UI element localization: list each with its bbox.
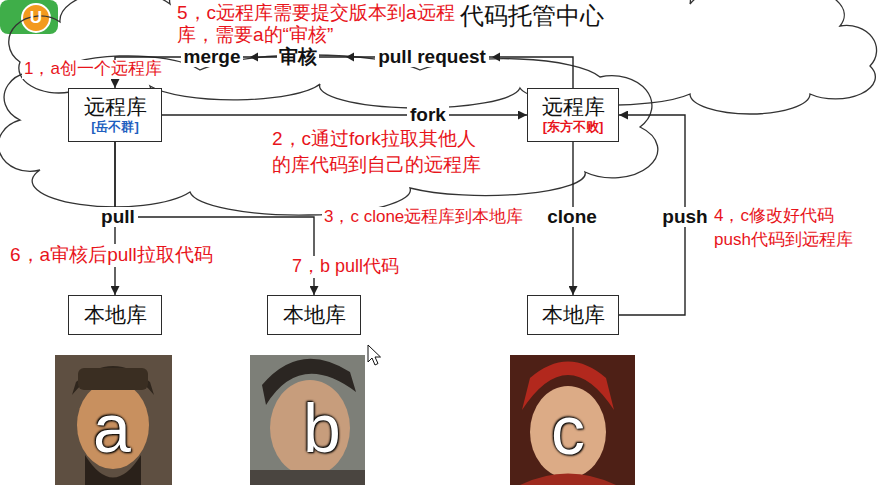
photo-face [530,386,606,478]
step-note: 4，c修改好代码 push代码到远程库 [712,204,881,252]
repo-title: 远程库 [542,95,605,119]
repo-title: 本地库 [84,303,147,327]
repo-title: 本地库 [283,303,346,327]
flow-label: merge [181,47,242,68]
edge-label: fork [407,105,449,126]
photo-collar [250,470,365,485]
person-letter: c [551,393,585,468]
edge-label: clone [544,207,600,228]
platform-title: 代码托管中心 [458,2,606,31]
photo-ground [55,355,172,485]
repo-title: 远程库 [84,95,147,119]
step-note: 6，a审核后pull拉取代码 [8,244,215,267]
local-repo-box: 本地库 [267,295,361,335]
local-repo-box: 本地库 [527,295,619,335]
local-repo-box: 本地库 [68,295,162,335]
edge-label: push [659,207,710,228]
step-note: 3，c clone远程库到本地库 [322,207,525,227]
repo-title: 本地库 [542,303,605,327]
portrait-b [250,355,365,485]
photo-face [270,380,350,476]
mouse-cursor [368,345,381,365]
portrait-c [510,355,635,485]
repo-owner: [东方不败] [543,120,604,135]
photo-ground [250,355,365,485]
step-note: 5，c远程库需要提交版本到a远程 库，需要a的“审核” [175,2,479,46]
photo-hat [78,368,148,390]
remote-repo-box: 远程库[岳不群] [68,88,162,142]
person-letter: a [93,391,131,466]
photo-ground [510,355,635,485]
portrait-a [55,355,172,485]
connector-arrow [162,114,527,115]
step-note: 1，a创一个远程库 [22,60,164,79]
photo-face [77,381,149,469]
repo-owner: [岳不群] [91,120,139,135]
flow-label: 审核 [277,47,319,68]
photo-robe [520,474,616,485]
cloud-outline [0,55,658,215]
step-note: 2，c通过fork拉取其他人 的库代码到自己的远程库 [270,126,514,177]
remote-repo-box: 远程库[东方不败] [527,88,619,142]
step-note: 7，b pull代码 [290,256,401,278]
edge-label: pull request [375,47,489,68]
logo-letter: U [30,8,42,28]
person-letter: b [303,391,341,466]
edge-label: pull [98,207,138,228]
